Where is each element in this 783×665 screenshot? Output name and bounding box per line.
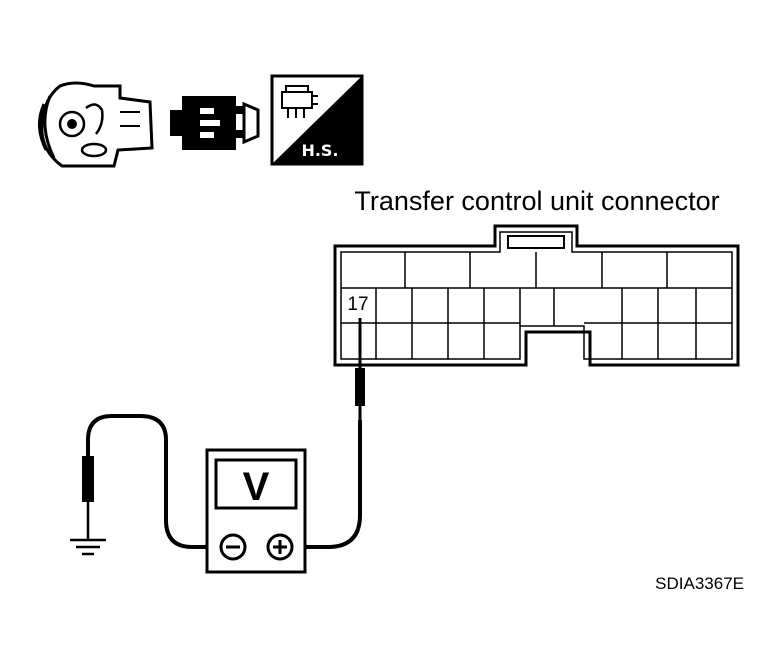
positive-terminal xyxy=(266,533,294,561)
figure-code: SDIA3367E xyxy=(655,574,744,593)
transfer-control-unit-connector xyxy=(333,224,740,367)
pin-17-label: 17 xyxy=(347,294,368,315)
harness-side-label: H.S. xyxy=(301,141,338,160)
negative-probe xyxy=(82,456,94,540)
connector-title: Transfer control unit connector xyxy=(354,186,719,216)
engine-icon xyxy=(38,81,154,168)
positive-lead-wire xyxy=(292,420,362,549)
negative-terminal xyxy=(219,533,247,561)
ground-symbol xyxy=(70,538,106,556)
negative-lead-wire xyxy=(86,414,220,549)
voltmeter: V xyxy=(205,448,307,574)
positive-probe xyxy=(355,318,365,420)
electrical-connector-icon xyxy=(170,96,260,150)
harness-side-icon: H.S. xyxy=(270,74,364,166)
voltmeter-unit-label: V xyxy=(243,465,270,509)
voltmeter-display xyxy=(214,458,298,510)
